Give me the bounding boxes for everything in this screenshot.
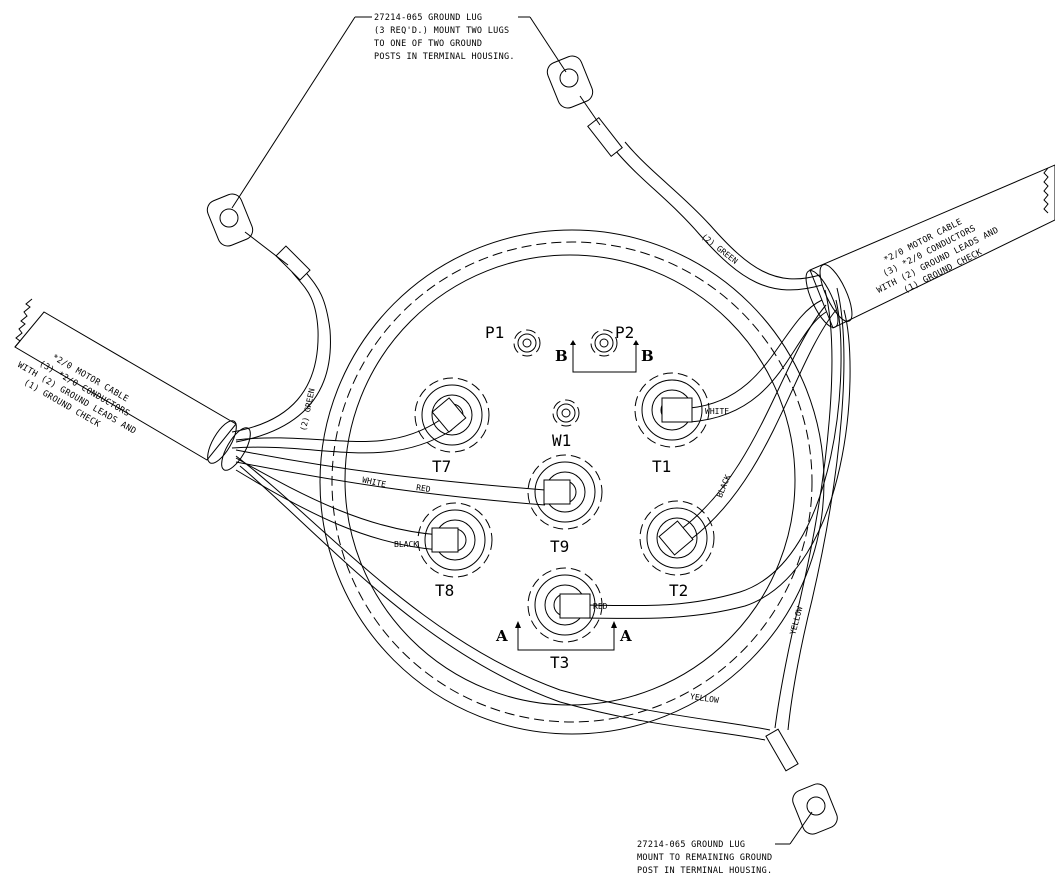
section-b-left: B	[555, 347, 568, 365]
ground-lug-top-left	[206, 193, 289, 266]
left-motor-cable	[14, 298, 251, 471]
stud-w1	[552, 399, 580, 427]
terminal-lug-blocks	[431, 397, 694, 619]
green-lead-right-outer	[614, 149, 823, 291]
right-cable-cut-end	[1043, 167, 1049, 214]
label-t2: T2	[669, 581, 688, 600]
bottom-lug-note: 27214-065 GROUND LUG MOUNT TO REMAINING …	[637, 840, 778, 875]
section-a-left: A	[495, 627, 508, 645]
green-lead-left-sleeve	[275, 245, 311, 281]
label-w1: W1	[552, 431, 571, 450]
left-cable-end-ring	[207, 420, 237, 464]
top-note-leader-right-diag	[529, 16, 567, 73]
yellow-ground-lead	[235, 287, 845, 741]
ground-lug-top-right	[546, 55, 601, 126]
wire-label-yellow-right: YELLOW	[788, 605, 804, 635]
wire-label-black-left: BLACK	[394, 540, 418, 549]
top-lug-note-line-1: 27214-065 GROUND LUG	[374, 13, 482, 23]
green-lead-right-sleeve	[587, 117, 623, 157]
top-lug-note-line-4: POSTS IN TERMINAL HOUSING.	[374, 52, 515, 62]
wire-label-black-right: BLACK	[715, 473, 732, 499]
right-cable-end-ring	[805, 270, 839, 328]
green-lead-right-inner	[624, 141, 821, 280]
section-b-right: B	[641, 347, 654, 365]
label-p2: P2	[615, 323, 634, 342]
green-ground-leads	[231, 117, 823, 443]
conductor-leads	[231, 299, 851, 619]
label-p1: P1	[485, 323, 504, 342]
label-t9: T9	[550, 537, 569, 556]
right-cable-jacket	[809, 164, 1055, 329]
bottom-lug-note-line-3: POST IN TERMINAL HOUSING.	[637, 866, 772, 875]
housing-flange-circle	[319, 229, 825, 735]
green-lead-left-inner	[231, 271, 319, 433]
wire-label-red-right: RED	[593, 602, 608, 611]
bottom-lug-note-line-1: 27214-065 GROUND LUG	[637, 840, 745, 850]
green-lead-left-outer	[235, 264, 331, 443]
housing-outer-dashed-circle	[331, 241, 813, 723]
top-note-leader-diag	[231, 16, 356, 209]
section-b-line	[570, 340, 639, 373]
top-lug-note-line-3: TO ONE OF TWO GROUND	[374, 39, 482, 49]
top-lug-note: 27214-065 GROUND LUG (3 REQ'D.) MOUNT TW…	[374, 13, 515, 62]
bottom-lug-note-line-2: MOUNT TO REMAINING GROUND	[637, 853, 772, 863]
wire-label-white-right: WHITE	[705, 407, 729, 416]
stud-p1	[513, 329, 541, 357]
wire-label-white-left: WHITE	[361, 475, 387, 489]
wire-label-yellow-bottom: YELLOW	[689, 692, 719, 705]
wire-label-red-left: RED	[416, 483, 432, 494]
bottom-note-leader-diag	[789, 811, 813, 845]
section-a-line	[515, 621, 617, 651]
top-lug-note-line-2: (3 REQ'D.) MOUNT TWO LUGS	[374, 26, 509, 36]
label-t1: T1	[652, 457, 671, 476]
label-t7: T7	[432, 457, 451, 476]
terminal-housing	[319, 229, 825, 735]
left-cable-cut-end	[14, 298, 33, 348]
stud-p2	[590, 329, 618, 357]
label-t8: T8	[435, 581, 454, 600]
ground-lug-bottom	[765, 728, 838, 835]
section-a-right: A	[619, 627, 632, 645]
label-t3: T3	[550, 653, 569, 672]
